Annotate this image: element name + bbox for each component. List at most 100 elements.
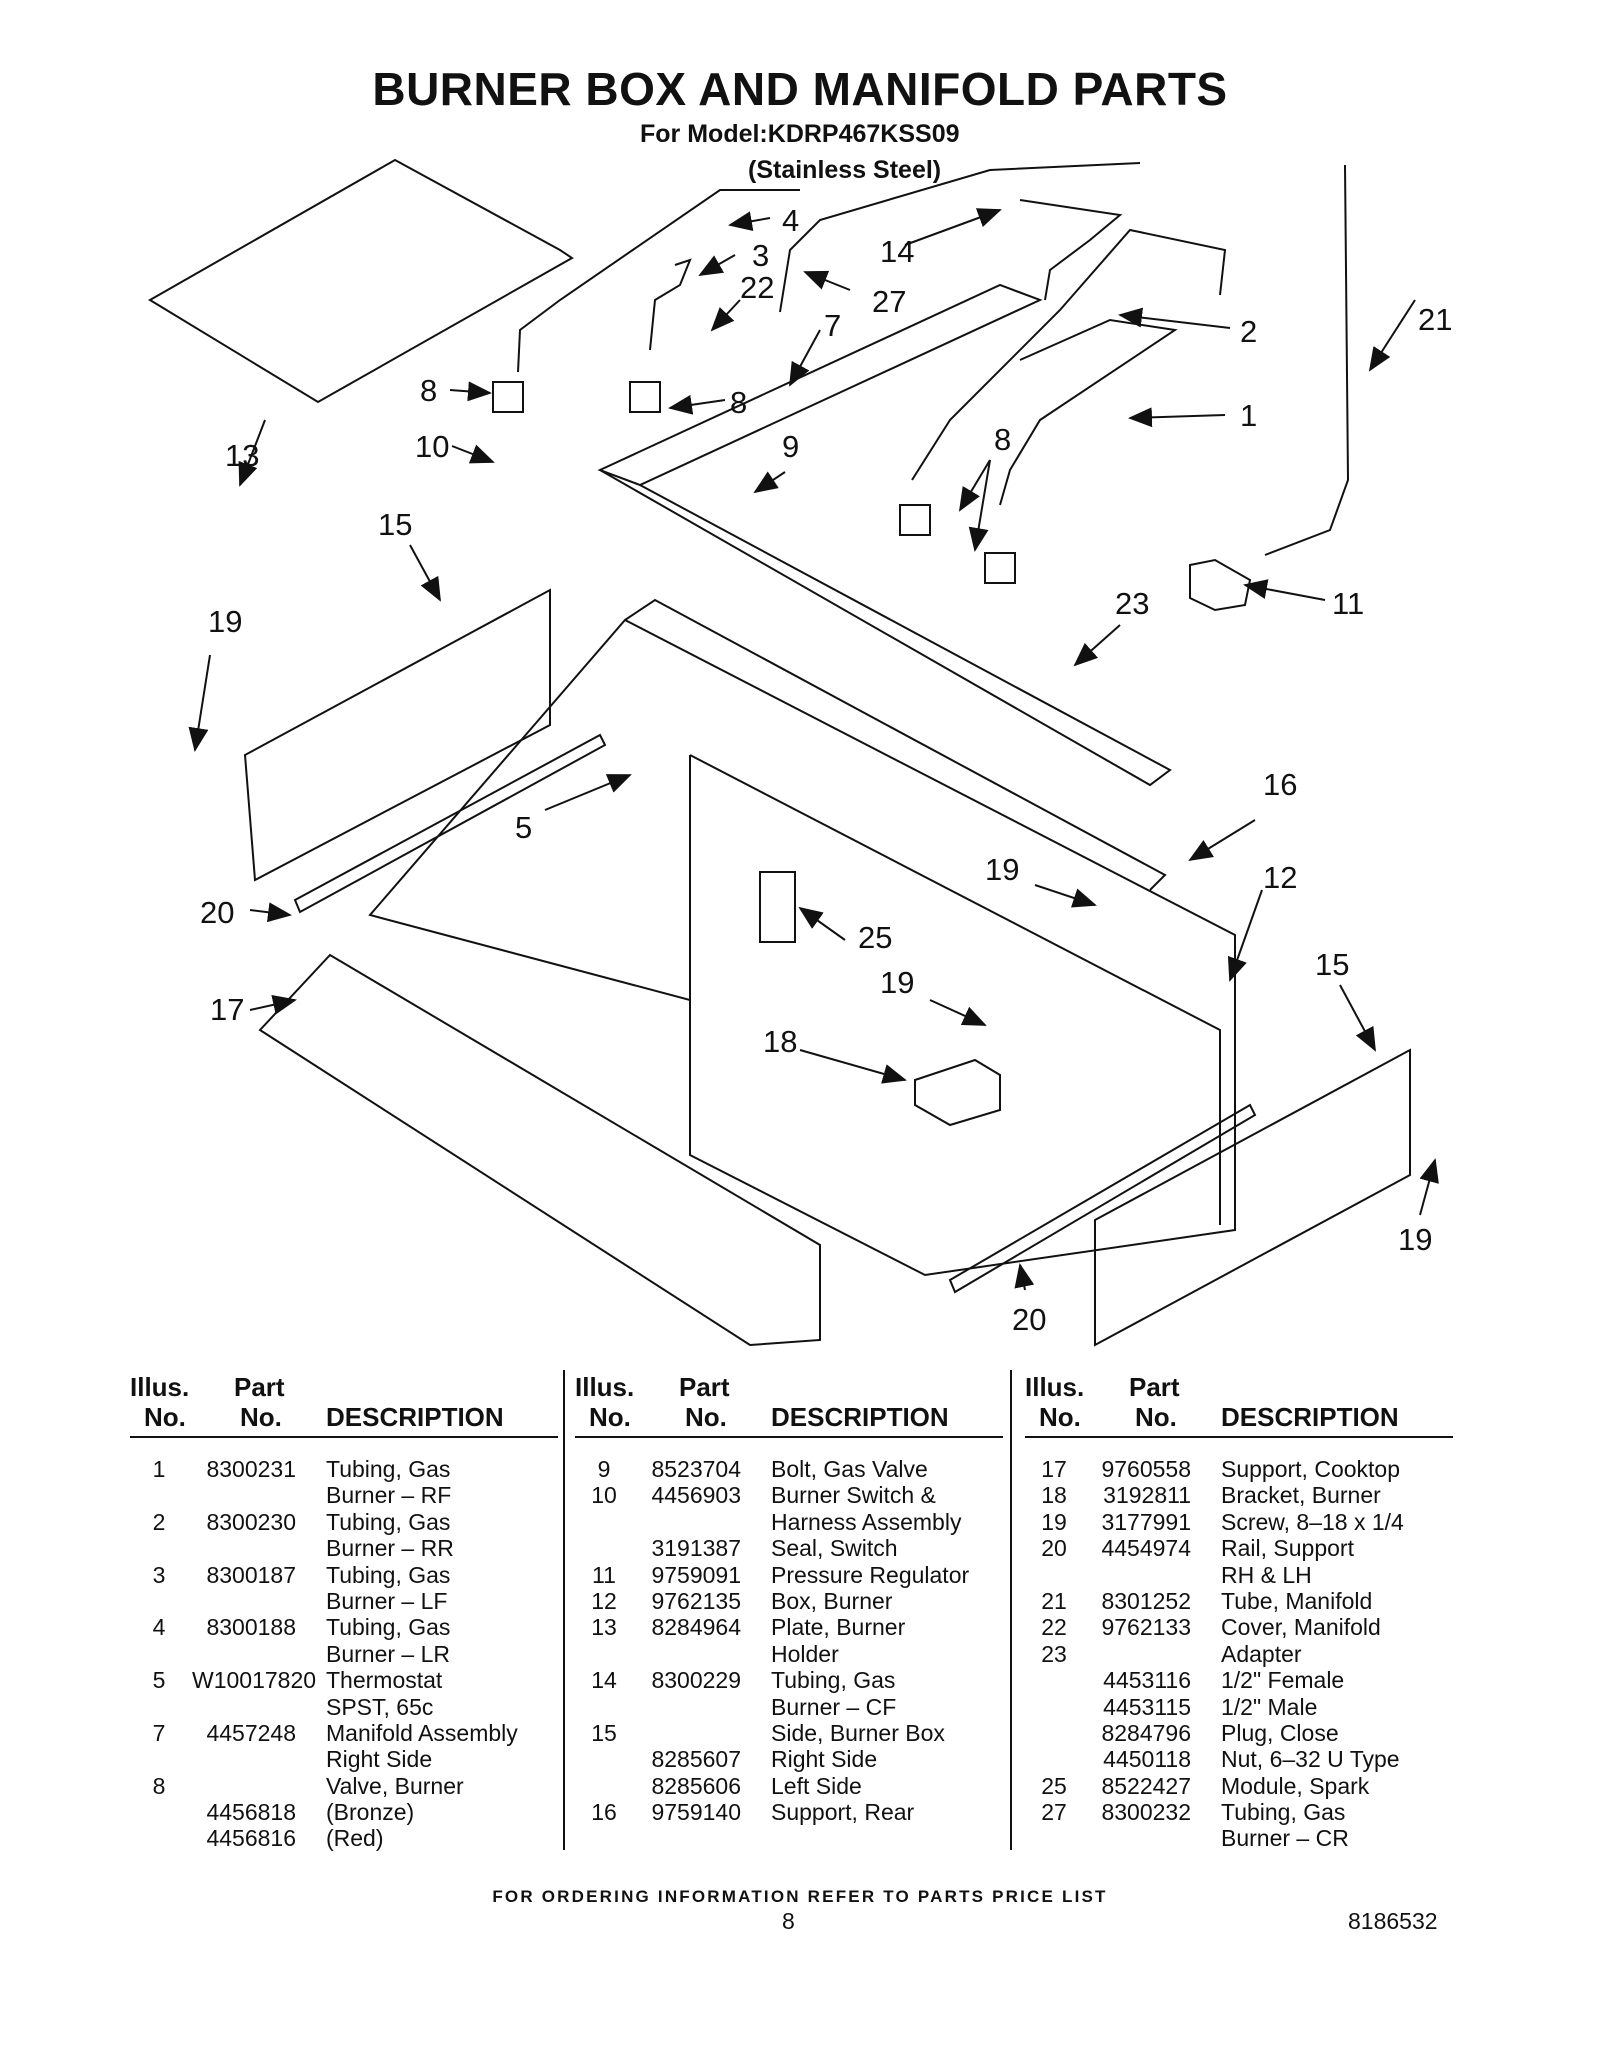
part-number: 8300188 bbox=[206, 1614, 296, 1641]
callout-27: 27 bbox=[872, 284, 906, 319]
illus-number: 18 bbox=[1041, 1482, 1067, 1509]
hdr-illus: Illus. bbox=[1025, 1372, 1085, 1402]
callout-8-b: 8 bbox=[730, 385, 747, 420]
table-row: Holder bbox=[575, 1641, 1015, 1667]
table-row: Burner – CR bbox=[1025, 1825, 1465, 1851]
callout-4: 4 bbox=[782, 203, 799, 238]
part-number: 8285606 bbox=[651, 1772, 741, 1799]
hdr-description: DESCRIPTION bbox=[1221, 1402, 1399, 1432]
part-description: Tubing, Gas bbox=[326, 1561, 451, 1588]
part-number: 9759140 bbox=[651, 1799, 741, 1826]
callout-9: 9 bbox=[782, 429, 799, 464]
illus-number: 15 bbox=[591, 1719, 617, 1746]
table-row: RH & LH bbox=[1025, 1562, 1465, 1588]
illus-number: 16 bbox=[591, 1799, 617, 1826]
callout-23: 23 bbox=[1115, 586, 1149, 621]
support-rail-left bbox=[293, 733, 607, 914]
callout-8-a: 8 bbox=[420, 373, 437, 408]
part-description: Module, Spark bbox=[1221, 1772, 1370, 1799]
part-number: 8301252 bbox=[1101, 1587, 1191, 1614]
illus-number: 21 bbox=[1041, 1587, 1067, 1614]
tubing-rf bbox=[999, 318, 1178, 506]
table-row: Harness Assembly bbox=[575, 1509, 1015, 1535]
part-number: 9762135 bbox=[651, 1587, 741, 1614]
part-number: 3177991 bbox=[1101, 1508, 1191, 1535]
part-description: Right Side bbox=[326, 1746, 433, 1773]
callout-2: 2 bbox=[1240, 314, 1257, 349]
part-description: 1/2" Male bbox=[1221, 1693, 1318, 1720]
callout-19-c: 19 bbox=[880, 965, 914, 1000]
part-description: Seal, Switch bbox=[771, 1535, 898, 1562]
part-number: 8522427 bbox=[1101, 1772, 1191, 1799]
illus-number: 9 bbox=[597, 1456, 611, 1482]
burner-box bbox=[368, 618, 1236, 1277]
hdr-part-no: No. bbox=[685, 1402, 727, 1432]
callout-16: 16 bbox=[1263, 767, 1297, 802]
table-row: SPST, 65c bbox=[130, 1694, 570, 1720]
illus-number: 4 bbox=[152, 1614, 166, 1641]
part-description: Nut, 6–32 U Type bbox=[1221, 1746, 1400, 1773]
illus-number: 14 bbox=[591, 1667, 617, 1694]
part-number: 4457248 bbox=[206, 1719, 296, 1746]
finish-line: (Stainless Steel) bbox=[748, 156, 942, 184]
part-description: Tubing, Gas bbox=[326, 1456, 451, 1482]
part-description: Plate, Burner bbox=[771, 1614, 906, 1641]
part-description: Burner – LF bbox=[326, 1587, 448, 1614]
part-description: (Red) bbox=[326, 1825, 384, 1852]
callout-19-d: 19 bbox=[1398, 1222, 1432, 1257]
part-number: 4456903 bbox=[651, 1482, 741, 1509]
part-number: 4453115 bbox=[1103, 1693, 1191, 1720]
part-description: Right Side bbox=[771, 1746, 878, 1773]
page-title: BURNER BOX AND MANIFOLD PARTS bbox=[372, 63, 1228, 115]
part-number: 4456816 bbox=[206, 1825, 296, 1852]
part-description: Box, Burner bbox=[771, 1587, 893, 1614]
valve-4 bbox=[984, 552, 1016, 584]
part-number: 8300230 bbox=[206, 1508, 296, 1535]
callout-5: 5 bbox=[515, 810, 532, 845]
part-description: Tubing, Gas bbox=[771, 1667, 896, 1694]
part-description: Burner – RR bbox=[326, 1535, 454, 1562]
illus-number: 20 bbox=[1041, 1535, 1067, 1562]
part-description: Harness Assembly bbox=[771, 1508, 962, 1535]
part-description: Bolt, Gas Valve bbox=[771, 1456, 928, 1482]
header-rule bbox=[575, 1436, 1003, 1438]
part-description: Burner – RF bbox=[326, 1482, 452, 1509]
callout-15-b: 15 bbox=[1315, 947, 1349, 982]
burner-box-side-left bbox=[243, 588, 551, 882]
part-description: Cover, Manifold bbox=[1221, 1614, 1381, 1641]
part-description: 1/2" Female bbox=[1221, 1667, 1345, 1694]
part-number: W10017820 bbox=[192, 1667, 317, 1694]
part-number: 4454974 bbox=[1101, 1535, 1191, 1562]
table-row: Burner – LF bbox=[130, 1588, 570, 1614]
callout-22: 22 bbox=[740, 270, 774, 305]
cooktop-support bbox=[258, 953, 821, 1347]
illus-number: 17 bbox=[1041, 1456, 1067, 1482]
illus-number: 10 bbox=[591, 1482, 617, 1509]
part-description: Burner – CF bbox=[771, 1693, 897, 1720]
table-row: Right Side bbox=[130, 1746, 570, 1772]
part-description: Left Side bbox=[771, 1772, 862, 1799]
part-description: Burner – CR bbox=[1221, 1825, 1349, 1852]
part-description: Burner – LR bbox=[326, 1640, 451, 1667]
hdr-description: DESCRIPTION bbox=[326, 1402, 504, 1432]
illus-number: 22 bbox=[1041, 1614, 1067, 1641]
part-description: (Bronze) bbox=[326, 1799, 415, 1826]
illus-number: 19 bbox=[1041, 1508, 1067, 1535]
manifold-assembly bbox=[597, 283, 1043, 487]
illus-number: 3 bbox=[152, 1561, 166, 1588]
hdr-illus-no: No. bbox=[589, 1402, 631, 1432]
